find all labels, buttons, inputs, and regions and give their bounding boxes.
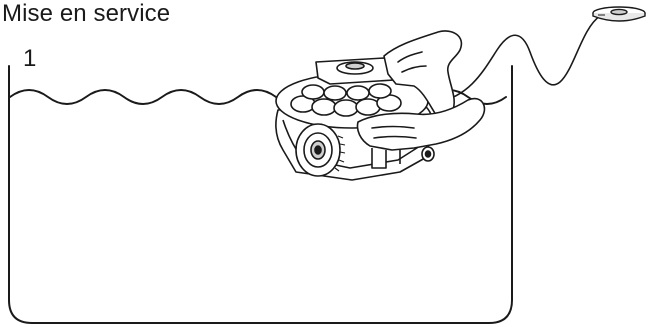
page-title: Mise en service xyxy=(2,0,171,27)
pool-basin-icon xyxy=(9,66,512,323)
cable-float-icon xyxy=(593,7,645,21)
step-number: 1 xyxy=(23,45,37,72)
hands-icon xyxy=(358,31,485,150)
power-cable xyxy=(438,16,600,102)
